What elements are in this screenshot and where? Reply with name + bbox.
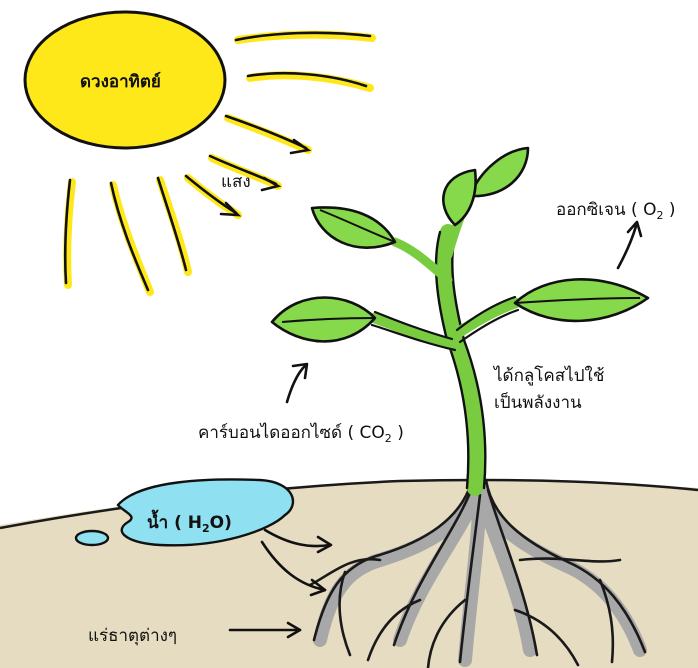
oxygen-label: ออกซิเจน ( O2 ) bbox=[556, 196, 676, 223]
glucose-line-1: ได้กลูโคสไปใช้ bbox=[494, 363, 604, 390]
light-label: แสง bbox=[221, 168, 251, 195]
oxygen-text: ออกซิเจน ( O bbox=[556, 200, 656, 220]
co2-subscript: 2 bbox=[385, 432, 392, 445]
leaf-top bbox=[470, 148, 528, 196]
oxygen-close: ) bbox=[663, 200, 675, 220]
leaf-left-upper bbox=[312, 207, 395, 247]
glucose-label: ได้กลูโคสไปใช้ เป็นพลังงาน bbox=[494, 363, 604, 417]
leaf-top-second bbox=[443, 170, 475, 225]
plant-leaves bbox=[272, 148, 648, 341]
arrow-co2 bbox=[287, 365, 306, 402]
water-close: O) bbox=[210, 513, 232, 533]
water-subscript: 2 bbox=[202, 522, 210, 535]
water-text: น้ำ ( H bbox=[147, 513, 202, 533]
co2-close: ) bbox=[392, 423, 404, 443]
glucose-line-2: เป็นพลังงาน bbox=[494, 390, 604, 417]
sun-label: ดวงอาทิตย์ bbox=[80, 68, 161, 95]
water-label: น้ำ ( H2O) bbox=[147, 509, 232, 536]
co2-label: คาร์บอนไดออกไซด์ ( CO2 ) bbox=[198, 419, 404, 446]
minerals-label: แร่ธาตุต่างๆ bbox=[88, 622, 177, 649]
co2-text: คาร์บอนไดออกไซด์ ( CO bbox=[198, 423, 385, 443]
